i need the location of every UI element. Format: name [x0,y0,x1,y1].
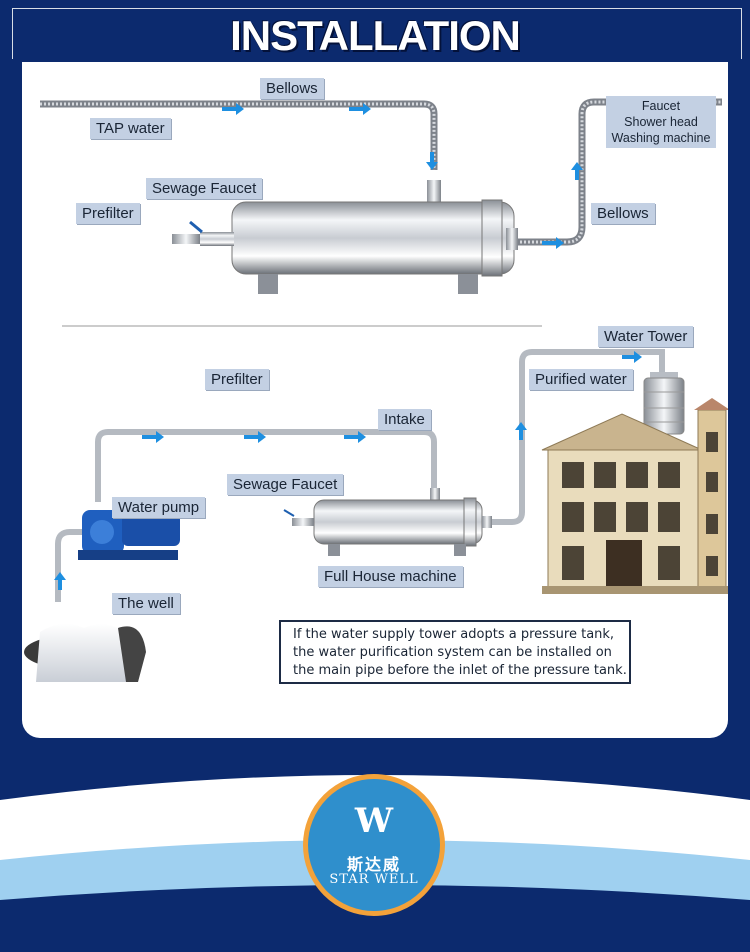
logo-mark: W [354,801,394,841]
dest-shower-head: Shower head [624,115,698,129]
label-water-tower: Water Tower [598,326,694,347]
top-purifier-tank [172,180,518,294]
label-full-house-machine: Full House machine [318,566,463,587]
label-destinations: Faucet Shower head Washing machine [606,96,716,148]
page-title: INSTALLATION [230,12,521,59]
label-the-well: The well [112,593,180,614]
label-purified-water: Purified water [529,369,633,390]
label-prefilter-top: Prefilter [76,203,140,224]
bottom-pipes [55,349,665,602]
dest-faucet: Faucet [641,99,681,113]
water-pump [78,510,180,560]
label-prefilter-bottom: Prefilter [205,369,269,390]
note-line-3: the main pipe before the inlet of the pr… [293,663,627,678]
bellows-outlet-pipe [516,98,722,246]
label-bellows-top: Bellows [260,78,324,99]
house [541,398,728,594]
full-house-machine [283,488,492,556]
label-sewage-faucet-bottom: Sewage Faucet [227,474,344,495]
label-tap-water: TAP water [90,118,171,139]
label-sewage-faucet-top: Sewage Faucet [146,178,263,199]
pressure-tank-note: If the water supply tower adopts a press… [279,620,631,684]
title-frame [12,8,742,59]
note-line-1: If the water supply tower adopts a press… [293,627,615,642]
label-bellows-right: Bellows [591,203,655,224]
dest-washing-machine: Washing machine [611,131,711,145]
note-line-2: the water purification system can be ins… [293,645,612,660]
label-water-pump: Water pump [112,497,206,518]
water-tower [643,372,685,435]
well [24,623,146,682]
flow-arrows-bottom [54,351,642,590]
bellows-inlet-pipe [40,100,438,170]
diagram-panel: Bellows TAP water Sewage Faucet Prefilte… [22,62,728,738]
installation-diagram [24,98,728,682]
title-bar: INSTALLATION [0,0,750,60]
logo-english-name: STAR WELL [329,872,419,887]
star-well-logo: W 斯达威 STAR WELL [303,774,445,916]
label-intake: Intake [378,409,431,430]
logo-chinese-name: 斯达威 [346,855,401,874]
